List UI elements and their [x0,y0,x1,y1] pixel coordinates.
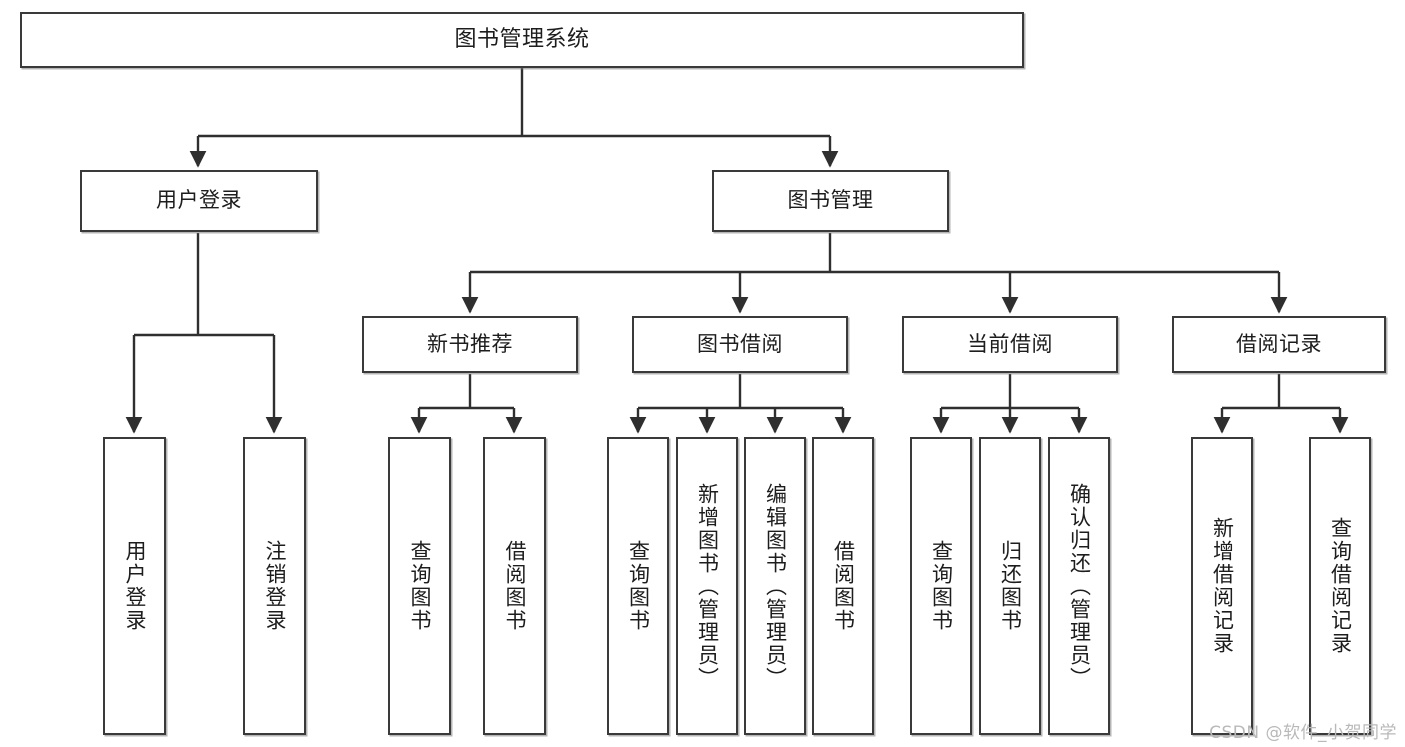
node-root-label: 图书管理系统 [454,26,590,52]
leaf-query-book-3[interactable]: 查询图书 [910,437,972,735]
leaf-return-book[interactable]: 归还图书 [979,437,1041,735]
node-new-book-rec-label: 新书推荐 [427,331,513,356]
leaf-edit-book-label: 编辑图书（管理员） [763,482,788,690]
leaf-query-book-1-label: 查询图书 [408,540,432,632]
leaf-query-book-2[interactable]: 查询图书 [607,437,669,735]
leaf-borrow-book-1-label: 借阅图书 [503,540,527,632]
leaf-confirm-return[interactable]: 确认归还（管理员） [1048,437,1110,735]
node-book-manage-label: 图书管理 [787,188,874,213]
node-borrow-record-label: 借阅记录 [1236,331,1322,356]
leaf-borrow-book-2-label: 借阅图书 [831,540,856,632]
leaf-borrow-book-2[interactable]: 借阅图书 [812,437,874,735]
node-new-book-rec[interactable]: 新书推荐 [362,316,578,373]
node-book-borrow-label: 图书借阅 [697,331,783,356]
leaf-query-record[interactable]: 查询借阅记录 [1309,437,1371,735]
leaf-query-book-2-label: 查询图书 [626,540,651,632]
node-borrow-record[interactable]: 借阅记录 [1172,316,1386,373]
node-current-borrow[interactable]: 当前借阅 [902,316,1118,373]
leaf-query-record-label: 查询借阅记录 [1328,517,1353,655]
leaf-logout-login-label: 注销登录 [263,540,287,632]
leaf-query-book-1[interactable]: 查询图书 [388,437,451,735]
leaf-confirm-return-label: 确认归还（管理员） [1067,482,1092,690]
node-root[interactable]: 图书管理系统 [20,12,1024,68]
leaf-add-book[interactable]: 新增图书（管理员） [676,437,738,735]
leaf-add-book-label: 新增图书（管理员） [695,482,720,690]
leaf-add-record-label: 新增借阅记录 [1210,517,1235,655]
leaf-return-book-label: 归还图书 [998,540,1023,632]
leaf-user-login[interactable]: 用户登录 [103,437,166,735]
node-book-manage[interactable]: 图书管理 [712,170,949,232]
csdn-watermark: CSDN @软件_小贺同学 [1209,723,1397,743]
node-user-login-label: 用户登录 [156,188,242,213]
leaf-user-login-label: 用户登录 [123,540,147,632]
leaf-logout-login[interactable]: 注销登录 [243,437,306,735]
node-user-login[interactable]: 用户登录 [80,170,318,232]
node-current-borrow-label: 当前借阅 [967,331,1053,356]
leaf-query-book-3-label: 查询图书 [929,540,954,632]
leaf-edit-book[interactable]: 编辑图书（管理员） [744,437,806,735]
node-book-borrow[interactable]: 图书借阅 [632,316,848,373]
leaf-add-record[interactable]: 新增借阅记录 [1191,437,1253,735]
leaf-borrow-book-1[interactable]: 借阅图书 [483,437,546,735]
